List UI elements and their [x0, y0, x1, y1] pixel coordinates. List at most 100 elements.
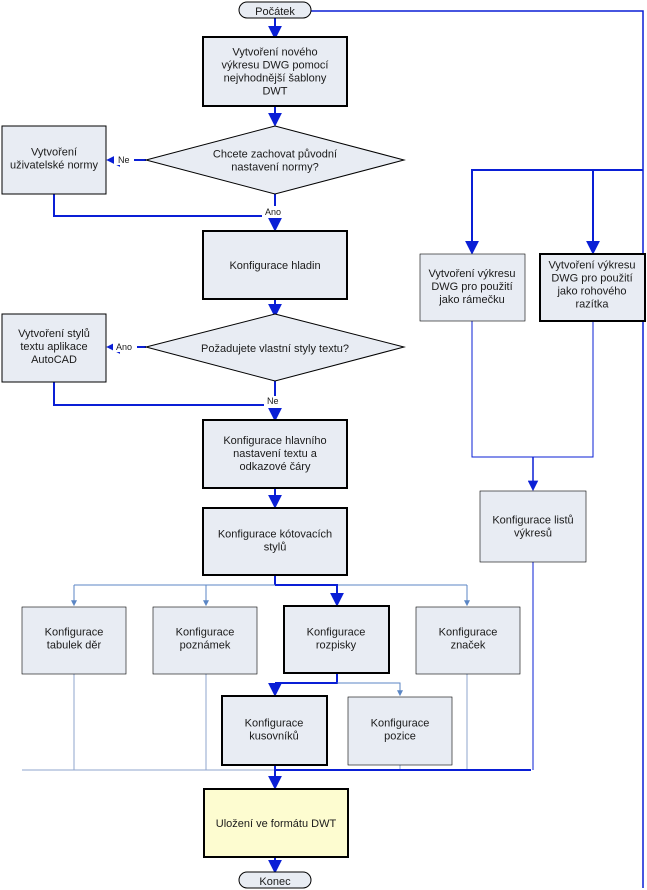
node-label-line: rozpisky — [316, 640, 357, 652]
node-label-line: kusovníků — [249, 731, 299, 743]
hole-tables-box — [21, 606, 127, 675]
end-label: Konec — [259, 876, 291, 888]
node-label-line: Konec — [259, 876, 291, 888]
node-label-line: Konfigurace — [371, 718, 430, 730]
save-dwt-label: Uložení ve formátu DWT — [216, 818, 337, 830]
node-label-line: Vytvoření stylů — [18, 328, 90, 340]
node-label-line: DWG pro použití — [551, 273, 632, 285]
node-label-line: Uložení ve formátu DWT — [216, 818, 337, 830]
node-label-line: Konfigurace — [245, 718, 304, 730]
node-label-line: poznámek — [180, 640, 231, 652]
node-label-line: Konfigurace — [176, 627, 235, 639]
connectors — [22, 10, 644, 888]
node-label-line: stylů — [264, 542, 287, 554]
node-label-line: AutoCAD — [31, 354, 77, 366]
balloons-box — [347, 696, 453, 766]
label-yes-keep-standards: Ano — [265, 207, 281, 217]
node-label-line: Vytvoření výkresu — [428, 268, 515, 280]
edge-user-standards-merge — [53, 194, 275, 217]
custom-text-styles-label: Požadujete vlastní styly textu? — [201, 343, 349, 355]
node-label-line: Konfigurace hlavního — [223, 435, 326, 447]
create-user-standards-box — [1, 125, 107, 195]
create-text-styles-box — [1, 313, 107, 383]
node-label-line: nejvhodnější šablony — [224, 73, 327, 85]
edge-border-down — [471, 321, 533, 458]
title-block-drawing-box — [539, 253, 646, 322]
layers-box — [202, 230, 348, 300]
node-label-line: výkresu DWG pomocí — [222, 60, 329, 72]
edge-labels: Ne Ano Ano Ne — [113, 153, 288, 408]
node-label-line: DWG pro použití — [431, 281, 512, 293]
layers-label: Konfigurace hladin — [229, 260, 320, 272]
border-drawing-box — [419, 253, 526, 322]
node-label-line: tabulek děr — [47, 640, 102, 652]
start-label: Počátek — [255, 6, 295, 18]
node-label-line: Konfigurace listů — [492, 515, 573, 527]
node-label-line: Konfigurace hladin — [229, 260, 320, 272]
label-no-text-styles: Ne — [267, 396, 279, 406]
node-label-line: jako rohového — [556, 286, 626, 298]
node-label-line: nastavení textu a — [233, 448, 318, 460]
node-label-line: razítka — [575, 299, 609, 311]
node-label-line: Konfigurace kótovacích — [218, 529, 332, 541]
dim-styles-box — [202, 507, 348, 576]
keep-standards-decision — [144, 125, 406, 195]
symbols-box — [415, 606, 521, 675]
custom-text-styles-decision — [144, 313, 406, 382]
node-label-line: odkazové čáry — [240, 461, 311, 473]
node-label-line: DWT — [262, 86, 287, 98]
label-yes-text-styles: Ano — [116, 342, 132, 352]
node-label-line: Požadujete vlastní styly textu? — [201, 343, 349, 355]
new-drawing-box — [202, 36, 348, 107]
node-label-line: Konfigurace — [439, 627, 498, 639]
node-label-line: Chcete zachovat původní — [213, 149, 337, 161]
node-label-line: výkresů — [514, 528, 552, 540]
main-text-settings-box — [202, 419, 348, 489]
node-label-line: Konfigurace — [307, 627, 366, 639]
parts-list-box — [221, 695, 328, 766]
edge-text-styles-merge — [53, 382, 275, 406]
node-label-line: jako rámečku — [438, 294, 504, 306]
edge-to-balloons — [337, 682, 403, 697]
node-label-line: Vytvoření nového — [232, 47, 317, 59]
sheet-layouts-box — [479, 490, 587, 563]
edge-rozpisky-down — [275, 673, 338, 684]
node-label-line: značek — [451, 640, 486, 652]
edge-right-branch-split — [465, 169, 643, 255]
title-block-parts-box — [283, 605, 390, 674]
start-terminal — [238, 1, 312, 19]
node-label-line: textu aplikace — [20, 341, 87, 353]
node-label-line: uživatelské normy — [10, 160, 99, 172]
save-dwt-box — [203, 788, 349, 858]
node-label-line: Vytvoření výkresu — [548, 260, 635, 272]
node-label-line: Počátek — [255, 6, 295, 18]
notes-box — [152, 606, 258, 675]
label-no-user-standards: Ne — [118, 155, 130, 165]
edge-start-to-right-branch — [311, 10, 644, 888]
node-label-line: nastavení normy? — [231, 162, 318, 174]
node-label-line: Konfigurace — [45, 627, 104, 639]
end-terminal — [238, 871, 312, 889]
edge-to-title-block-parts — [275, 584, 344, 607]
edge-title-block-down — [533, 321, 594, 458]
node-label-line: pozice — [384, 731, 416, 743]
node-label-line: Vytvoření — [31, 147, 77, 159]
